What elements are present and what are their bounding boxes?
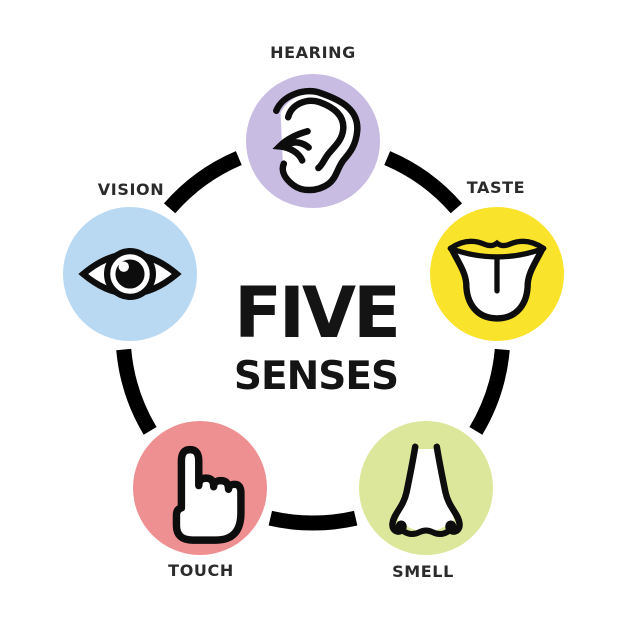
sense-label-hearing: HEARING [270, 43, 356, 62]
hearing-circle [246, 74, 380, 208]
hand-icon [172, 445, 245, 544]
sense-label-smell: SMELL [392, 562, 454, 581]
eye-icon [78, 248, 182, 300]
taste-circle [430, 207, 564, 341]
vision-circle [63, 207, 197, 341]
touch-circle [133, 421, 267, 555]
sense-label-touch: TOUCH [168, 561, 234, 580]
ear-icon [272, 87, 361, 194]
sense-label-vision: VISION [97, 180, 165, 199]
title-five: FIVE [234, 272, 401, 354]
center-title: FIVE SENSES [233, 272, 401, 399]
smell-circle [359, 421, 493, 555]
tongue-icon [447, 238, 547, 322]
nose-icon [389, 443, 463, 537]
title-senses: SENSES [233, 354, 399, 399]
sense-label-taste: TASTE [466, 178, 526, 197]
ring-arc-segments [115, 135, 511, 531]
